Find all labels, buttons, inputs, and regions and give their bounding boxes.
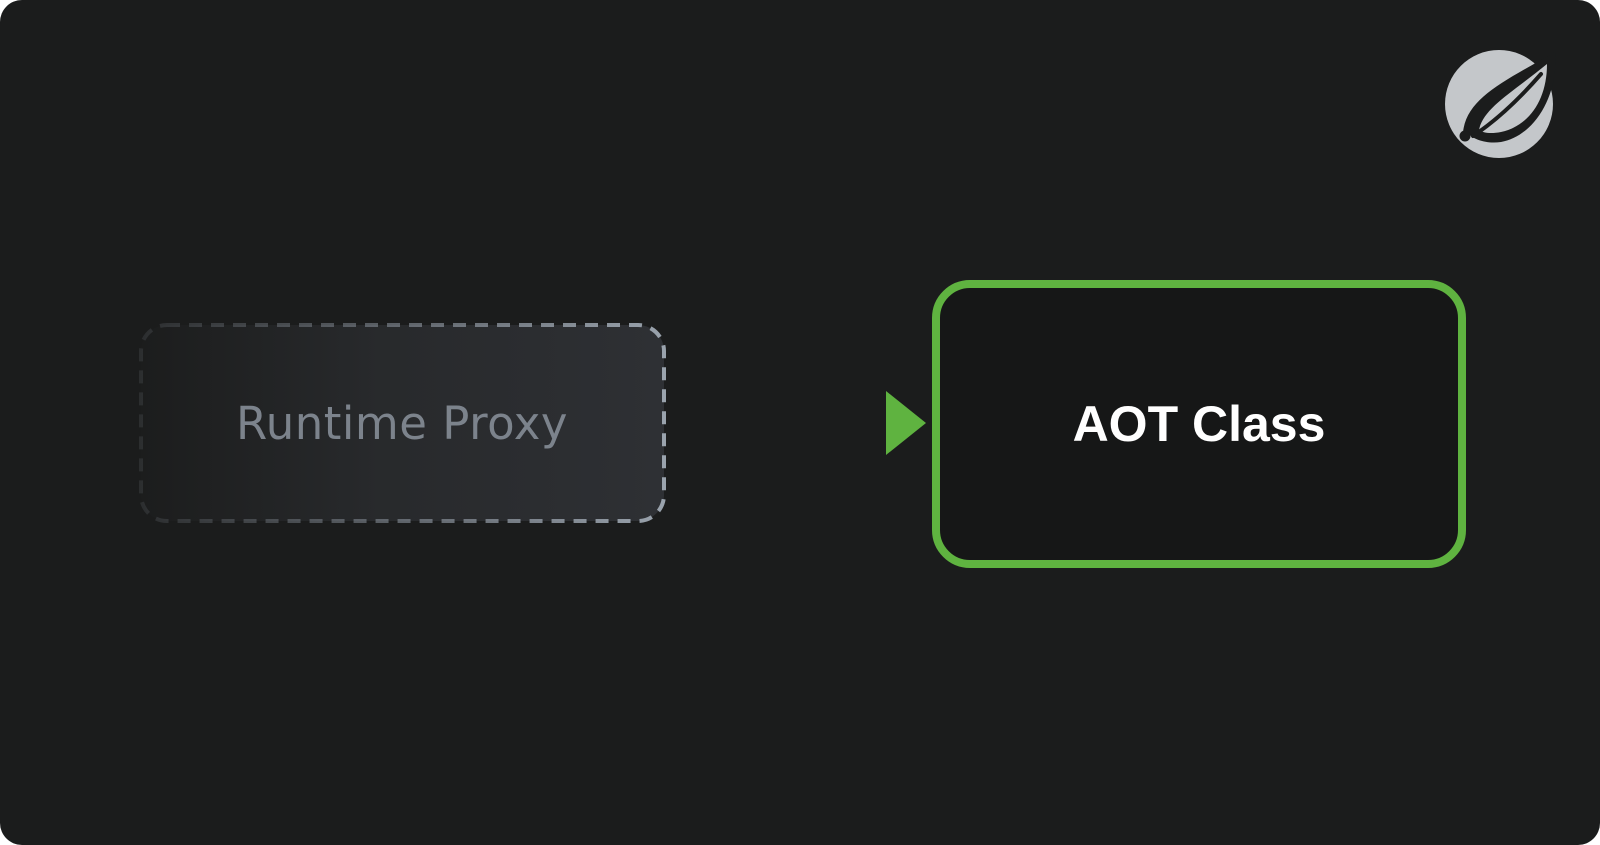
source-node-label: Runtime Proxy bbox=[235, 396, 569, 450]
target-node-box bbox=[932, 280, 1466, 568]
arrowhead bbox=[886, 391, 926, 455]
target-node-label: AOT Class bbox=[1072, 396, 1326, 452]
edge-arrow bbox=[598, 391, 926, 455]
target-node bbox=[932, 280, 1466, 568]
spring-leaf-icon bbox=[1445, 50, 1556, 158]
